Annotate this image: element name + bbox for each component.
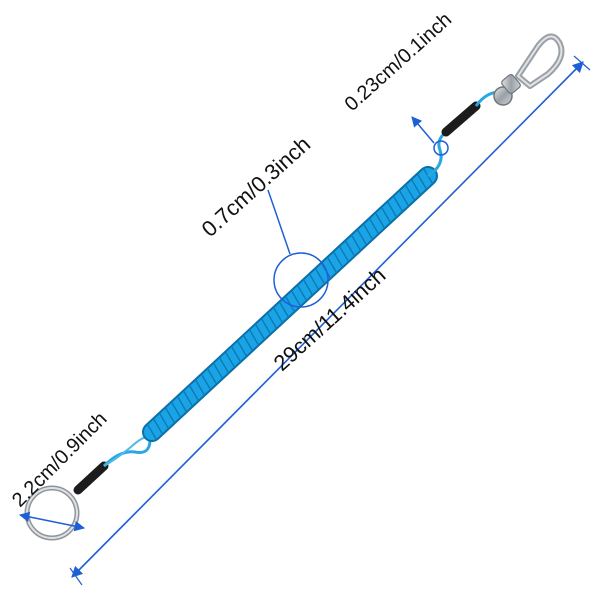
coil-diameter-label: 0.7cm/0.3inch [197, 131, 316, 241]
cable-diameter-label: 0.23cm/0.1inch [341, 9, 457, 116]
ring-diameter-measure [18, 511, 86, 532]
length-measure-line [69, 55, 591, 586]
upper-cable [427, 90, 501, 178]
swivel-snap-clip-icon [493, 33, 565, 106]
coil-diameter-callout [267, 189, 329, 308]
cable-diameter-callout [411, 116, 449, 156]
ring-diameter-label: 2.2cm/0.9inch [8, 408, 112, 512]
